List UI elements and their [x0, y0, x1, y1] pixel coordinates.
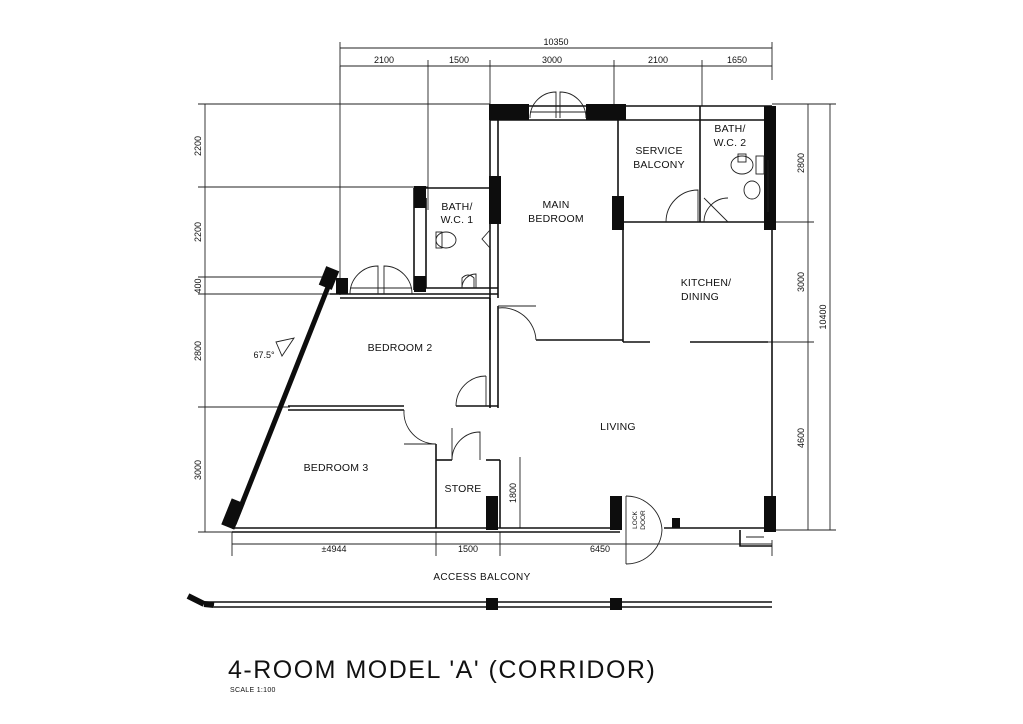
label-service-balcony-2: BALCONY: [633, 159, 685, 171]
dim-left-2: 2200: [193, 222, 203, 242]
label-door-1: LOCK: [632, 510, 639, 528]
dim-right-total: 10400: [818, 304, 828, 329]
plan-title: 4-ROOM MODEL 'A' (CORRIDOR): [228, 656, 656, 684]
dim-top-1: 2100: [374, 55, 394, 65]
label-angle: 67.5°: [253, 350, 275, 360]
walls: [186, 105, 773, 608]
dim-bottom-1: ±4944: [322, 544, 347, 554]
label-store: STORE: [445, 483, 482, 495]
dim-left-5: 3000: [193, 460, 203, 480]
label-main-bedroom-1: MAIN: [542, 199, 569, 211]
dim-top-total: 10350: [543, 37, 568, 47]
label-main-bedroom-2: BEDROOM: [528, 213, 584, 225]
dim-top-5: 1650: [727, 55, 747, 65]
dim-bottom-3: 6450: [590, 544, 610, 554]
structural-columns: [221, 104, 776, 610]
label-kitchen-2: DINING: [681, 291, 719, 303]
dim-left-1: 2200: [193, 136, 203, 156]
dim-store-depth: 1800: [508, 483, 518, 503]
dim-bottom-2: 1500: [458, 544, 478, 554]
label-bath2-2: W.C. 2: [714, 137, 747, 149]
dim-right-3: 4600: [796, 428, 806, 448]
label-living: LIVING: [600, 421, 636, 433]
plan-scale: SCALE 1:100: [230, 687, 276, 694]
label-bath2-1: BATH/: [714, 123, 745, 135]
label-bedroom-3: BEDROOM 3: [304, 462, 369, 474]
dim-top-3: 3000: [542, 55, 562, 65]
dim-left-3: 400: [193, 278, 203, 293]
label-bath1-2: W.C. 1: [441, 214, 474, 226]
room-labels: MAIN BEDROOM SERVICE BALCONY BATH/ W.C. …: [253, 123, 746, 530]
dim-right-1: 2800: [796, 153, 806, 173]
dim-left-4: 2800: [193, 341, 203, 361]
dim-top-2: 1500: [449, 55, 469, 65]
dimension-labels: 10350 2100 1500 3000 2100 1650 2200 2200…: [193, 37, 828, 554]
label-bedroom-2: BEDROOM 2: [368, 342, 433, 354]
label-access-balcony: ACCESS BALCONY: [433, 572, 530, 583]
sanitary-fixtures: [275, 153, 765, 357]
dim-top-4: 2100: [648, 55, 668, 65]
label-bath1-1: BATH/: [441, 201, 472, 213]
doors-windows: [349, 91, 769, 565]
label-kitchen-1: KITCHEN/: [681, 277, 732, 289]
dim-right-2: 3000: [796, 272, 806, 292]
label-service-balcony-1: SERVICE: [635, 145, 682, 157]
label-door-2: DOOR: [640, 510, 647, 530]
dimension-lines: [198, 42, 836, 556]
